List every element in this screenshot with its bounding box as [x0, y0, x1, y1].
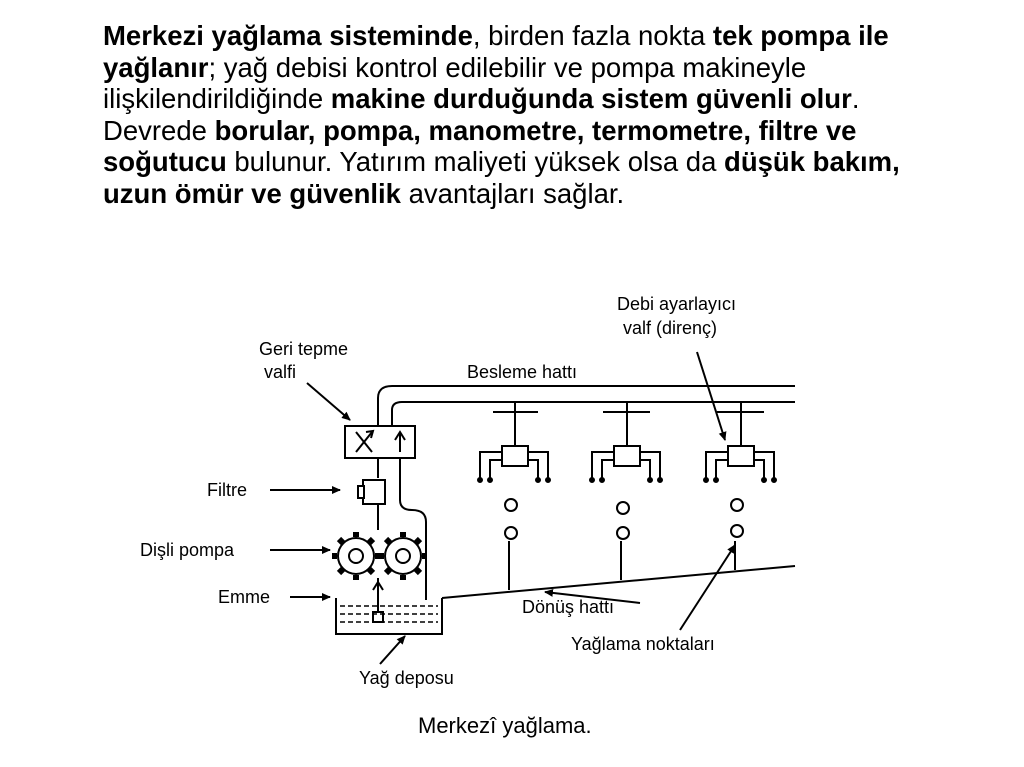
bypass-line: [377, 458, 427, 600]
paragraph-bold-segment: borular, pompa, manometre, termometre, f…: [103, 114, 857, 178]
gear-pump: [332, 532, 427, 580]
description-paragraph: Merkezi yağlama sisteminde, birden fazla…: [103, 20, 943, 209]
suction-pipe: [372, 578, 384, 623]
paragraph-segment: avantajları sağlar.: [400, 177, 625, 209]
label-check-valve-1: Geri tepme: [259, 339, 348, 359]
paragraph-segment: bulunur. Yatırım maliyeti yüksek olsa da: [226, 146, 725, 177]
distributor-3: [703, 402, 777, 483]
distributor-1: [477, 402, 551, 483]
label-gear-pump: Dişli pompa: [140, 540, 235, 560]
paragraph-segment: ; yağ debisi kontrol edilebilir ve pompa…: [103, 51, 807, 115]
label-check-valve-2: valfi: [264, 362, 296, 382]
paragraph-segment: . Devrede: [103, 83, 860, 146]
paragraph-bold-segment: tek pompa ile yağlanır: [103, 20, 889, 83]
return-line: [441, 541, 796, 599]
label-flow-valve-2: valf (direnç): [623, 318, 717, 338]
label-suction: Emme: [218, 587, 270, 607]
distributor-2: [589, 402, 663, 483]
label-oil-tank: Yağ deposu: [359, 668, 454, 688]
oil-tank: [335, 598, 443, 635]
label-flow-valve-1: Debi ayarlayıcı: [617, 294, 736, 314]
paragraph-bold-segment: Merkezi yağlama sisteminde: [103, 20, 473, 51]
leader-arrows: [270, 351, 736, 665]
supply-line: [377, 385, 795, 460]
paragraph-bold-segment: makine durduğunda sistem güvenli olur: [330, 83, 852, 114]
filter: [357, 479, 386, 530]
paragraph-bold-segment: düşük bakım, uzun ömür ve güvenlik: [103, 146, 900, 209]
label-return-line: Dönüş hattı: [522, 597, 614, 617]
lubrication-points: [504, 498, 744, 540]
paragraph-segment: , birden fazla nokta: [472, 20, 713, 51]
label-lubrication-points: Yağlama noktaları: [571, 634, 715, 654]
check-valve: [344, 425, 416, 459]
figure-caption: Merkezî yağlama.: [418, 713, 592, 738]
label-filter: Filtre: [207, 480, 247, 500]
label-supply-line: Besleme hattı: [467, 362, 577, 382]
